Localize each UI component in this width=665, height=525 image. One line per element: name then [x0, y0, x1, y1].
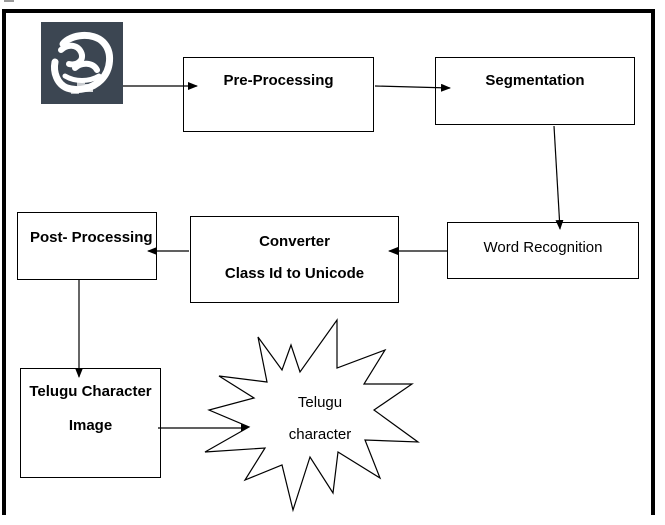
- pre-processing-box: Pre-Processing: [183, 57, 374, 132]
- telugu-character-starburst: [204, 318, 420, 513]
- diagram-frame: [2, 9, 655, 515]
- segmentation-label: Segmentation: [485, 72, 585, 89]
- telugu-character-label-line1: Telugu: [297, 394, 343, 411]
- converter-box: Converter Class Id to Unicode: [190, 216, 399, 303]
- corner-mark: [4, 0, 14, 2]
- telugu-character-image-label-line2: Image: [68, 417, 113, 434]
- telugu-character-label-line2: character: [288, 426, 352, 443]
- word-recognition-box: Word Recognition: [447, 222, 639, 279]
- pre-processing-label: Pre-Processing: [223, 72, 334, 89]
- converter-label-line1: Converter: [259, 233, 330, 250]
- post-processing-box: Post- Processing: [17, 212, 157, 280]
- segmentation-box: Segmentation: [435, 57, 635, 125]
- arrow-segmentation-to-word-recognition: [553, 125, 564, 230]
- telugu-glyph-icon: [41, 22, 123, 104]
- telugu-character-image-label-line1: Telugu Character: [29, 383, 152, 400]
- telugu-character-image-box: Telugu Character Image: [20, 368, 161, 478]
- word-recognition-label: Word Recognition: [483, 239, 603, 256]
- arrow-preprocessing-to-segmentation: [374, 83, 451, 92]
- post-processing-label: Post- Processing: [30, 229, 153, 246]
- converter-label-line2: Class Id to Unicode: [224, 265, 365, 282]
